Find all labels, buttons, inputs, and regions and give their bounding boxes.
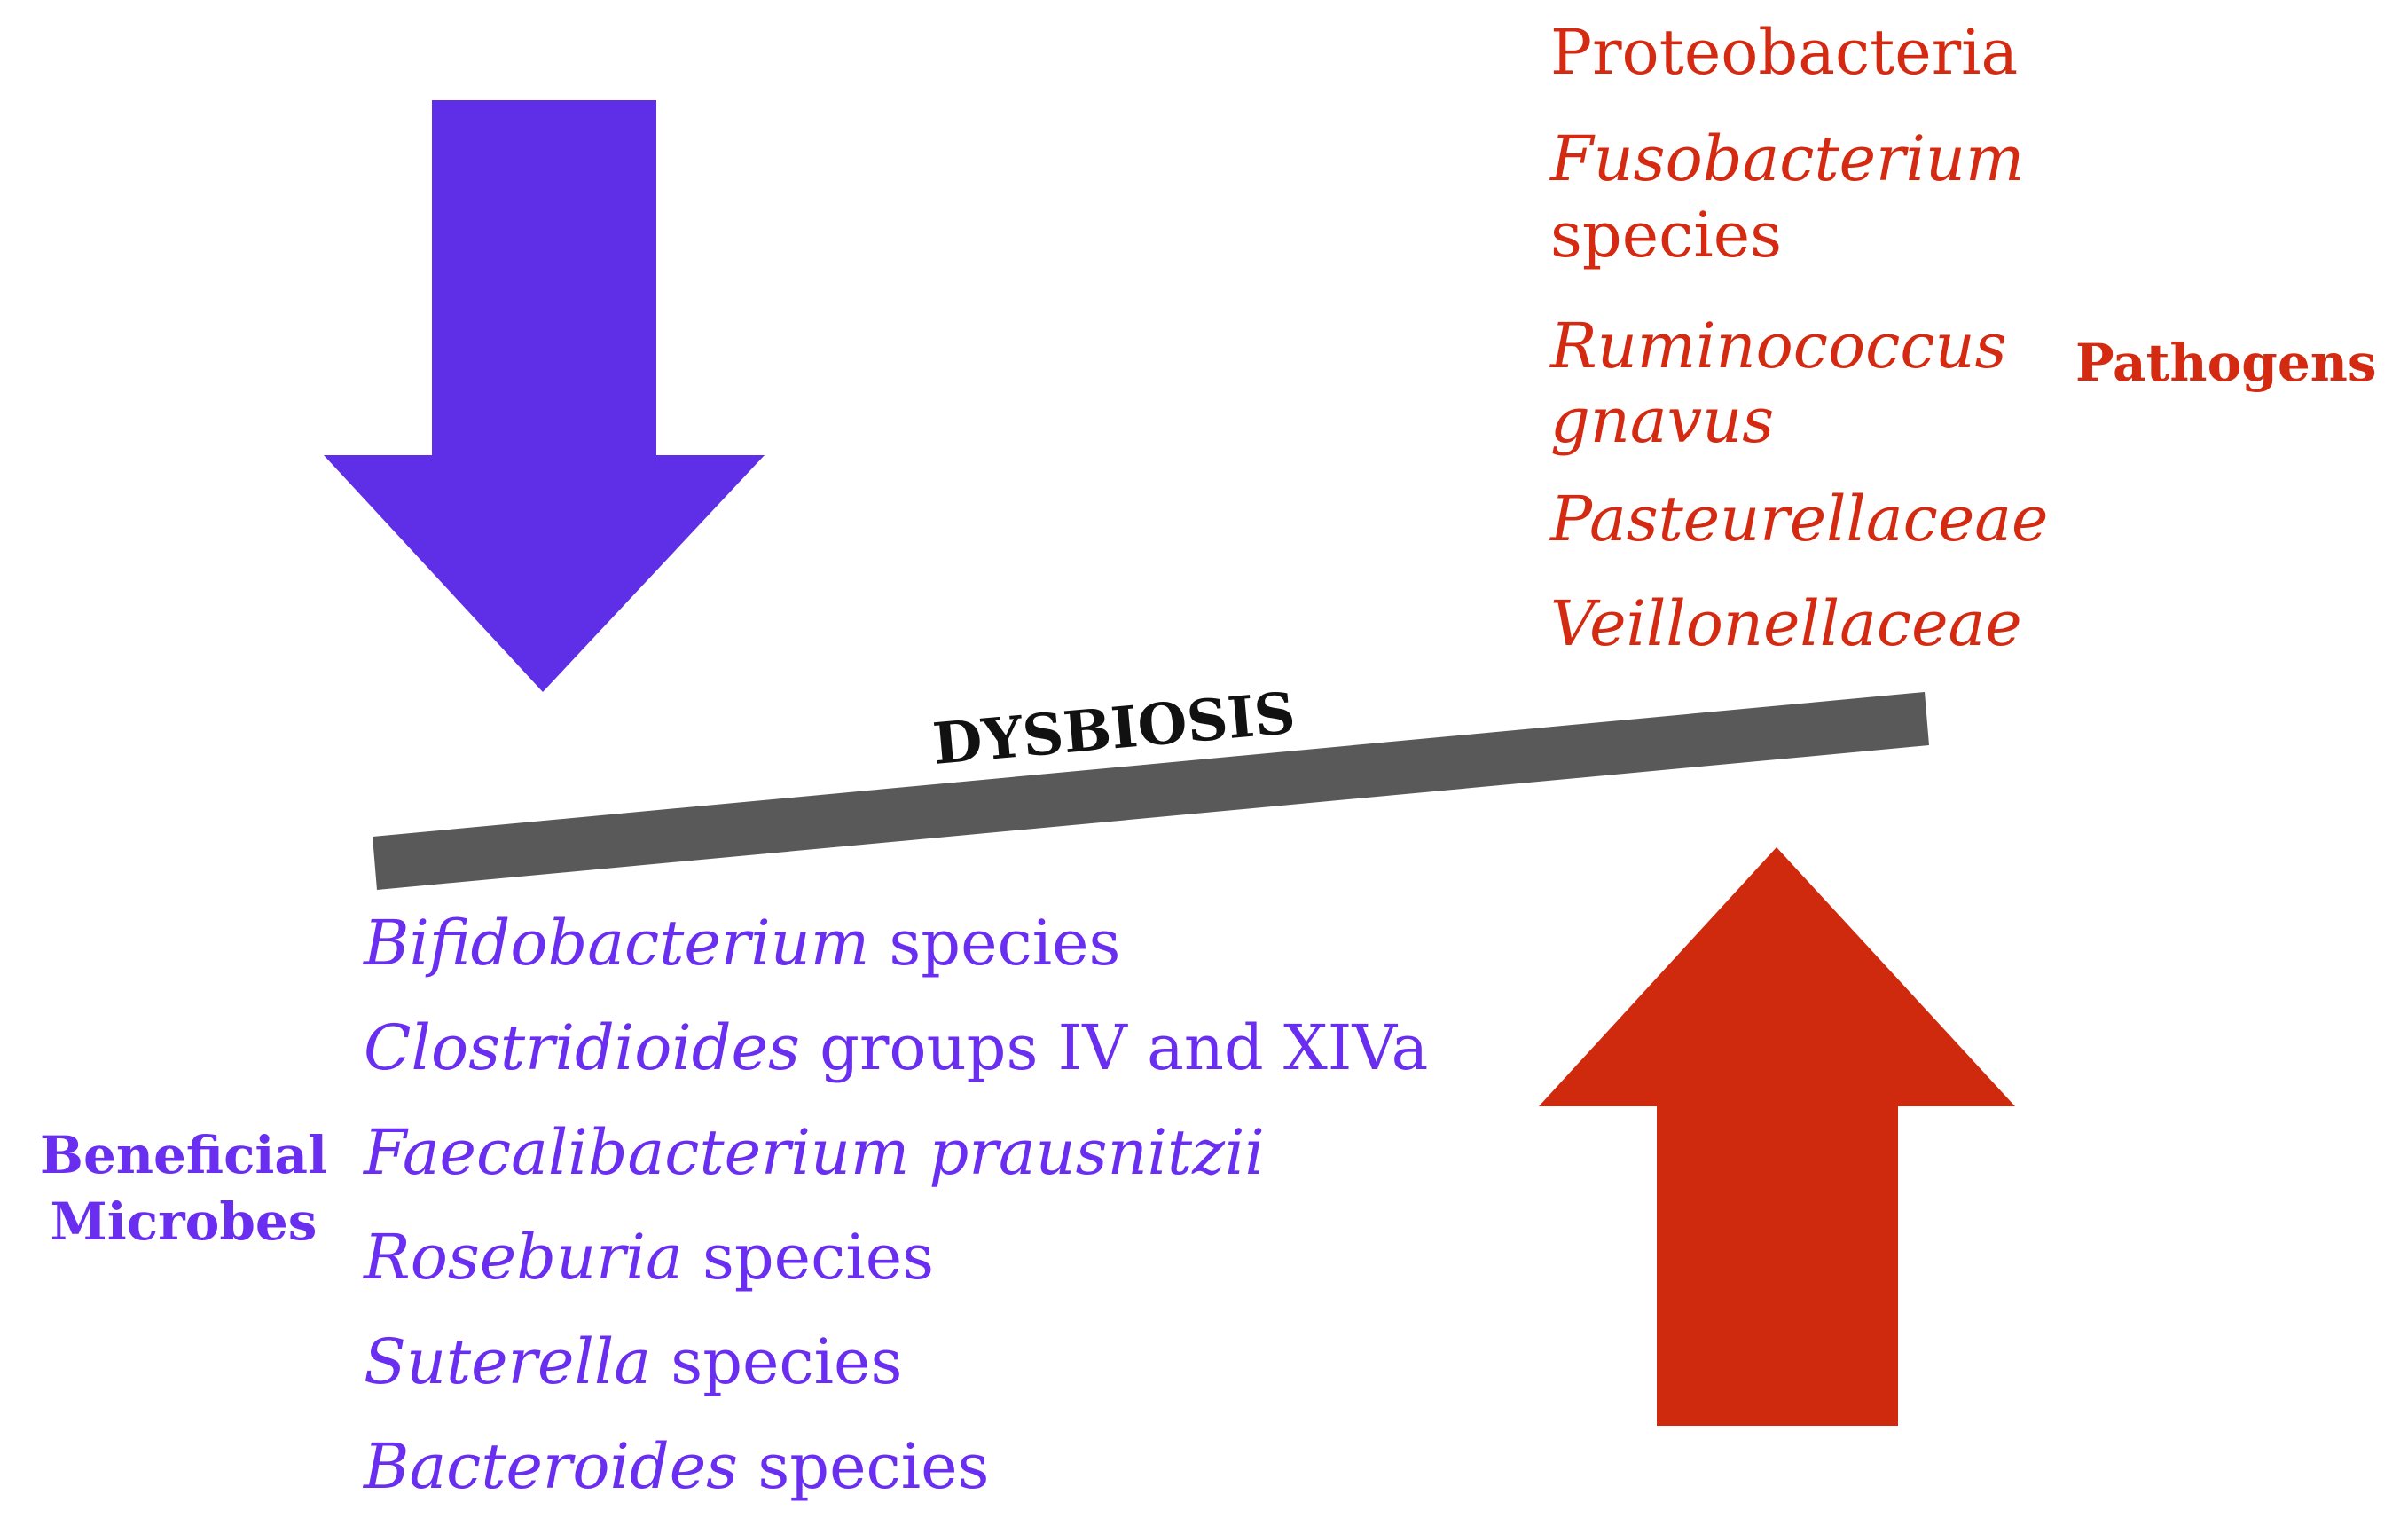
beneficial-item: Bifidobacterium species <box>364 912 1120 974</box>
beneficial-item-plain: species <box>671 1325 903 1398</box>
pathogen-item-italic: Pasteurellaceae <box>1550 483 2049 555</box>
pathogen-item: Ruminococcus gnavus <box>1550 309 2047 458</box>
pathogen-item: Veillonellaceae <box>1550 593 2022 655</box>
pathogen-item: Proteobacteria <box>1550 21 2018 83</box>
beneficial-item-plain: species <box>889 907 1121 979</box>
pathogen-item: Pasteurellaceae <box>1550 488 2048 550</box>
pathogen-item-italic: Veillonellaceae <box>1550 587 2022 660</box>
beneficial-item-plain: groups IV and XIVa <box>820 1011 1429 1084</box>
beneficial-item-plain: species <box>702 1221 935 1294</box>
balance-bar <box>373 692 1929 890</box>
beneficial-item-italic: Faecalibacterium prausnitzii <box>364 1116 1265 1189</box>
pathogen-item: Fusobacterium <box>1550 128 2024 190</box>
pathogen-item-continuation: species <box>1550 204 1782 266</box>
decrease-arrow-icon <box>324 100 765 692</box>
beneficial-group-label: Beneficial Microbes <box>20 1122 348 1256</box>
increase-arrow-icon <box>1539 847 2015 1426</box>
beneficial-group-label-line2: Microbes <box>50 1192 318 1253</box>
beneficial-group-label-line1: Beneficial <box>39 1125 328 1185</box>
beneficial-item-italic: Bifidobacterium <box>364 907 870 979</box>
pathogen-item-italic: Ruminococcus gnavus <box>1550 310 2007 457</box>
beneficial-item-plain: species <box>757 1430 990 1503</box>
beneficial-item-italic: Clostridioides <box>364 1011 800 1084</box>
beneficial-item-italic: Roseburia <box>364 1221 683 1294</box>
pathogen-item-italic: Fusobacterium <box>1550 122 2025 195</box>
beneficial-item: Faecalibacterium prausnitzii <box>364 1121 1265 1184</box>
pathogen-item-plain: Proteobacteria <box>1550 16 2019 89</box>
beneficial-item-italic: Bacteroides <box>364 1430 739 1503</box>
beneficial-item: Roseburia species <box>364 1226 934 1288</box>
beneficial-item: Clostridioides groups IV and XIVa <box>364 1017 1428 1079</box>
beneficial-item: Bacteroides species <box>364 1436 989 1498</box>
beneficial-item-italic: Suterella <box>364 1325 651 1398</box>
beneficial-item: Suterella species <box>364 1331 902 1393</box>
pathogens-group-label: Pathogens <box>2075 333 2377 393</box>
pathogen-item-plain: species <box>1550 199 1783 271</box>
